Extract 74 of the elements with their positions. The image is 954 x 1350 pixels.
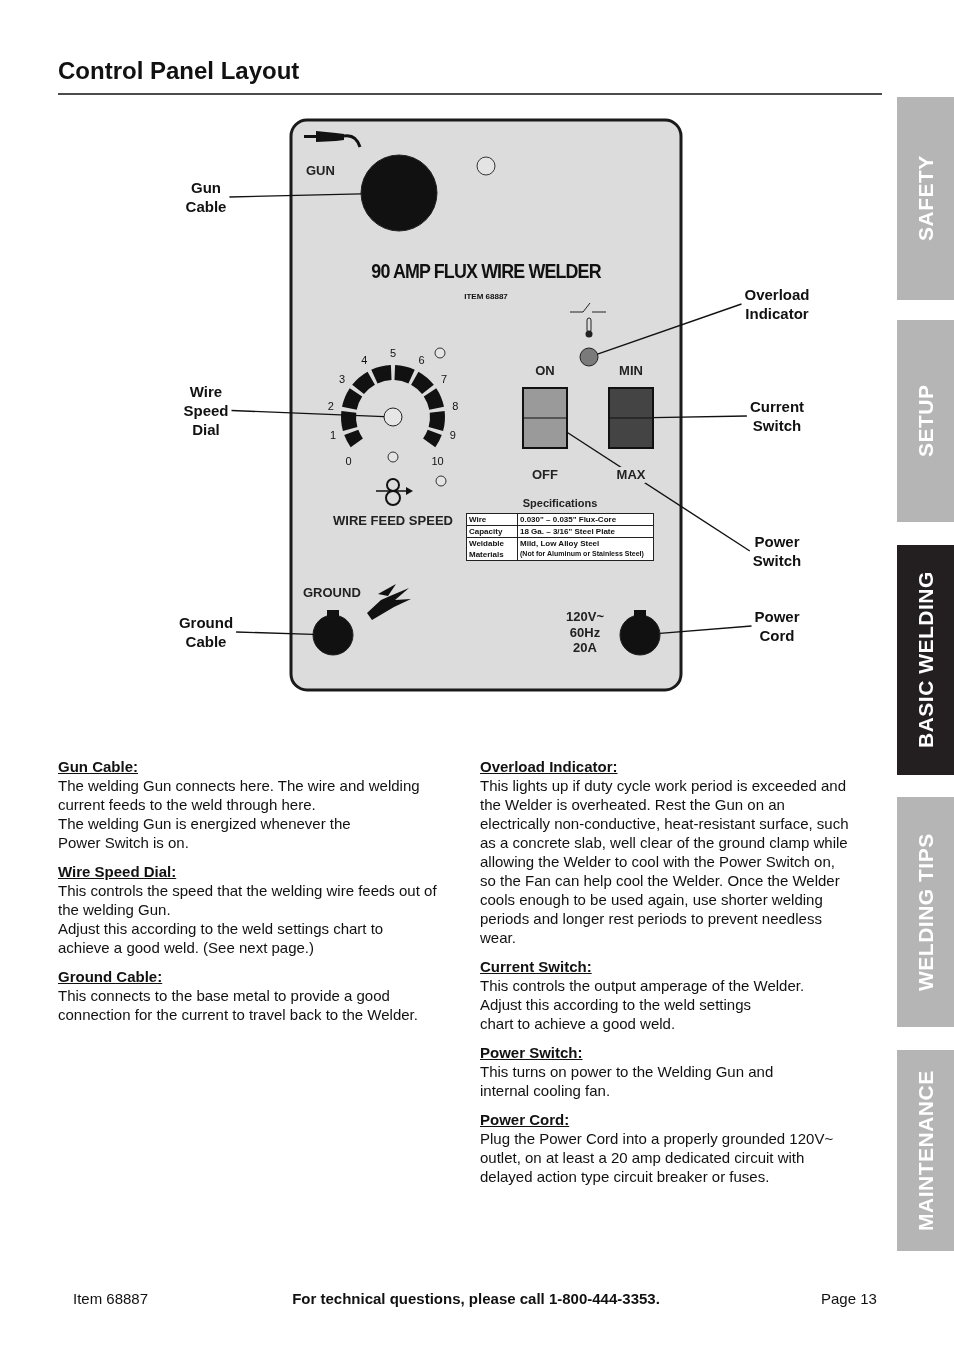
section-heading: Gun Cable: (58, 757, 138, 776)
section-heading: Current Switch: (480, 957, 592, 976)
leader-line (659, 625, 753, 635)
dial-number: 2 (327, 400, 334, 414)
panel-label: OFF (532, 467, 558, 483)
description-text: Adjust this according to the weld settings chart to achieve a good weld. (480, 995, 752, 1033)
table-cell: Wire (466, 513, 518, 526)
callout-label: Overload Indicator (744, 285, 810, 323)
panel-label: GROUND (303, 585, 361, 601)
dial-number: 6 (418, 353, 425, 368)
description-text: This turns on power to the Welding Gun and internal cooling fan. (480, 1062, 775, 1100)
callout-label: Current Switch (749, 397, 805, 435)
leader-line (235, 631, 314, 636)
section-heading: Overload Indicator: (480, 757, 618, 776)
callout-label: Gun Cable (185, 178, 227, 216)
footer-text: For technical questions, please call 1-800-444-3353. (292, 1290, 660, 1308)
callout-label: Power Switch (752, 532, 802, 570)
leader-line (596, 303, 743, 355)
rocker-switch (608, 387, 654, 449)
dial-knob (383, 407, 403, 427)
section-tab: SETUP (897, 320, 954, 522)
callout-label: Wire Speed Dial (183, 382, 229, 439)
table-text: Mild, Low Alloy Steel (520, 538, 601, 549)
dial-number: 0 (345, 454, 352, 468)
section-tab: BASIC WELDING (897, 545, 954, 775)
dial-number: 3 (338, 372, 346, 387)
description-text: This controls the output amperage of the Welder. (480, 976, 806, 995)
rocker-switch (522, 387, 568, 449)
panel-title: 90 AMP FLUX WIRE WELDER (371, 258, 601, 284)
panel-label: ON (535, 363, 555, 379)
footer-text: Item 68887 (73, 1290, 149, 1308)
cable-socket (312, 610, 354, 656)
description-text: The welding Gun is energized whenever the Power Switch is on. (58, 814, 352, 852)
description-text: Adjust this according to the weld settings chart to achieve a good weld. (See next page.) (58, 919, 385, 957)
dial-number: 1 (330, 429, 337, 443)
description-text: Plug the Power Cord into a properly grounded 120V~ outlet, on at least a 20 amp dedicated circuit with delayed action type circuit breaker or fuses. (480, 1129, 835, 1186)
section-heading: Wire Speed Dial: (58, 862, 177, 881)
dial-number: 8 (452, 400, 459, 414)
callout-label: Ground Cable (178, 613, 234, 651)
panel-label: ITEM 68887 (464, 292, 508, 302)
dial-number: 10 (431, 454, 444, 468)
table-cell: Capacity (466, 525, 518, 538)
panel-label: WIRE FEED SPEED (333, 513, 453, 529)
section-heading: Power Cord: (480, 1110, 570, 1129)
dial-number: 5 (389, 347, 397, 361)
dial-number: 9 (449, 429, 456, 443)
page-title: Control Panel Layout (58, 57, 300, 86)
footer-text: Page 13 (821, 1290, 877, 1308)
panel-label: MIN (619, 363, 643, 379)
section-heading: Power Switch: (480, 1043, 583, 1062)
callout-label: Power Cord (754, 607, 800, 645)
description-text: This connects to the base metal to provide a good connection for the current to travel back to the Welder. (58, 986, 419, 1024)
panel-label: MAX (616, 467, 646, 483)
section-tab: MAINTENANCE (897, 1050, 954, 1251)
dial-number: 7 (440, 372, 447, 387)
dial-number: 4 (361, 353, 368, 368)
description-text: This controls the speed that the welding wire feeds out of the welding Gun. (58, 881, 438, 919)
indicator-lamp (579, 347, 599, 367)
leader-line (228, 193, 362, 198)
section-heading: Ground Cable: (58, 967, 163, 986)
table-cell: 18 Ga. – 3/16" Steel Plate (517, 525, 654, 538)
table-cell: 0.030" – 0.035" Flux-Core (517, 513, 654, 526)
description-text: This lights up if duty cycle work period is exceeded and the Welder is overheated. Rest the Gun on an electrically non-conductive, heat-resistant surface, such as a concrete slab, well clear of the ground clamp while allowing the Welder to cool with the Power Switch on, so the Fan can help cool the Welder. Once the Welder cools enough to be used again, use shorter welding periods and longer rest periods to prevent needless wear. (480, 776, 850, 947)
panel-label: GUN (306, 163, 335, 179)
table-heading: Specifications (522, 497, 598, 511)
leader-line (652, 415, 748, 419)
description-text: The welding Gun connects here. The wire and welding current feeds to the weld through here. (58, 776, 421, 814)
rating-label: 120V~ 60Hz 20A (566, 609, 604, 656)
leader-line (230, 409, 385, 418)
table-cell: Weldable Materials (466, 537, 518, 561)
section-tab: SAFETY (897, 97, 954, 300)
gun-socket (360, 154, 438, 232)
cable-socket (619, 610, 661, 656)
section-tab: WELDING TIPS (897, 797, 954, 1027)
